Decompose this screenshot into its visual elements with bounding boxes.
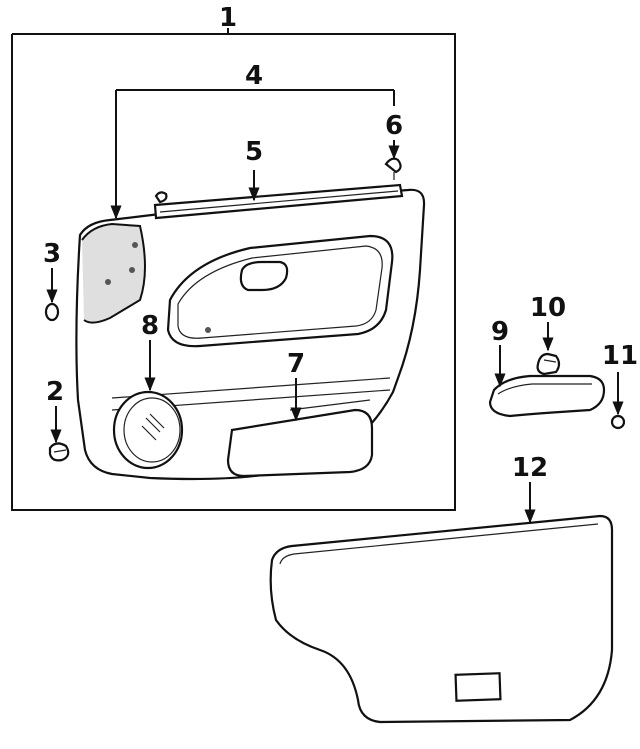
callout-12: 12 xyxy=(512,453,548,483)
fastener-part-3 xyxy=(44,302,60,322)
callout-labels: 1 2 3 4 5 6 7 8 9 10 11 12 xyxy=(43,3,638,483)
callout-7: 7 xyxy=(287,349,305,379)
callout-8: 8 xyxy=(141,311,159,341)
callout-2: 2 xyxy=(46,377,64,407)
callout-11: 11 xyxy=(602,341,638,371)
callout-10: 10 xyxy=(530,293,566,323)
leader-lines xyxy=(46,89,624,524)
callout-5: 5 xyxy=(245,137,263,167)
callout-4: 4 xyxy=(245,61,263,91)
callout-6: 6 xyxy=(385,111,403,141)
door-trim-panel xyxy=(75,183,426,481)
fastener-part-2 xyxy=(48,442,70,462)
armrest-handle xyxy=(488,374,606,418)
watershield-sheet xyxy=(269,514,614,724)
door-trim-assembly-frame xyxy=(11,28,456,511)
callout-3: 3 xyxy=(43,239,61,269)
screw-part-11 xyxy=(610,414,626,430)
callout-1: 1 xyxy=(219,3,237,33)
callout-9: 9 xyxy=(491,317,509,347)
clip-part-10 xyxy=(536,352,561,376)
clip-part-6 xyxy=(384,157,402,180)
